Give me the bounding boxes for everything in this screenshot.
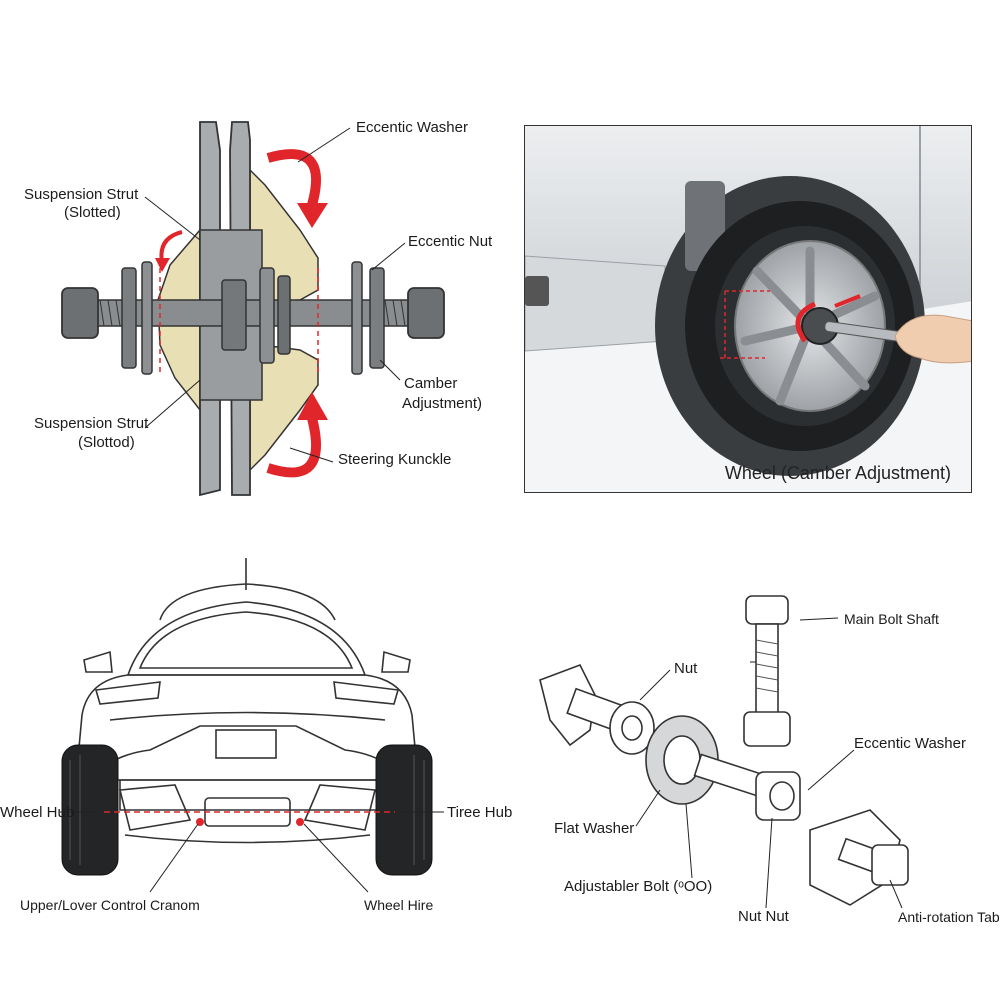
center-spacer-2 [259,267,275,364]
label-nut: Nut [674,660,698,677]
nut-left-hole [621,715,643,741]
label-adjustable-bolt: Adjustabler Bolt (ᵒOO) [564,878,713,895]
label-flat-washer: Flat Washer [554,820,635,837]
strut-cross-section-drawing [61,121,445,497]
right-tire [375,744,433,876]
car-body-outline [75,674,419,781]
label-camber-adjustment-2: Adjustment) [402,395,483,412]
red-arrow-bottom-head [297,392,328,420]
label-slotted-bottom: (Slottod) [78,434,135,451]
label-eccentric-washer: Eccentic Washer [356,119,468,136]
rear-window [126,601,367,676]
adjustable-bolt-nut-hole [769,781,795,811]
label-control-arm: Upper/Lover Control Cranom [20,897,200,913]
bolt-head-left [61,287,99,339]
panel-strut-cross-section: Eccentic Washer Suspension Strut (Slotte… [0,0,520,520]
label-eccentric-washer-d: Eccentic Washer [854,735,966,752]
camber-bolt-kit-drawing [539,595,909,909]
panel-wheel-photo: Wheel (Camber Adjustment) [524,125,972,493]
lower-link [124,834,371,844]
hand [894,314,971,364]
tail-light-left [94,681,161,705]
car-vent [525,276,549,306]
center-spacer-1 [221,279,247,351]
left-tire [61,744,119,876]
red-arrow-top [266,149,321,207]
label-wheel-hub: Wheel Hub [0,804,75,821]
red-arrow-bottom [266,416,321,478]
underbody-frame [119,779,381,811]
label-steering-knuckle: Steering Kunckle [338,451,452,468]
photo-caption: Wheel (Camber Adjustment) [724,463,951,483]
eccentric-tab-left [539,663,596,747]
label-camber-adjustment-1: Camber [404,375,458,392]
panel-camber-bolt-kit: Main Bolt Shaft Nut Eccentic Washer Flat… [520,540,1004,1004]
washer-right-1 [351,261,363,375]
car-rear-drawing [60,558,444,893]
label-wheel-hire: Wheel Hire [364,897,434,913]
panel-car-rear-view: Wheel Hub Tiree Hub Upper/Lover Control … [0,540,520,1004]
label-eccentric-nut: Eccentic Nut [408,233,493,250]
leader-lines-a [144,127,406,463]
red-arrow-top-head [297,203,328,228]
washer-right-2 [369,267,385,369]
bolt-thread-right [384,299,406,327]
license-plate [215,729,277,759]
label-anti-rotation-tab: Anti-rotation Tab [898,909,1000,925]
red-rotation-arc-2 [834,294,861,308]
red-arrow-left-head [155,258,170,272]
washer-left-1 [121,267,137,369]
control-arm-left [118,784,192,831]
leader-lines-d [635,617,903,909]
label-tire-hub: Tiree Hub [447,804,513,821]
tail-light-right [333,681,400,705]
label-nut-nut: Nut Nut [738,908,789,925]
mirror-right [381,650,411,673]
eccentric-washer-inner [663,735,701,785]
wheel-photo-drawing [525,126,971,492]
label-main-bolt-shaft: Main Bolt Shaft [844,611,939,627]
label-slotted-top: (Slotted) [64,204,121,221]
main-bolt-nut [743,711,791,747]
red-marker-right [296,818,304,826]
rear-window-inner [138,611,354,669]
washer-left-2 [141,261,153,375]
mirror-left [83,650,113,673]
rear-bumper [89,725,406,781]
control-arm-right [303,784,377,831]
bolt-threads [755,639,779,693]
car-roof [159,583,336,621]
main-bolt-shaft [755,623,779,725]
label-suspension-strut-bottom: Suspension Strut [34,415,149,432]
main-bolt-head [745,595,789,625]
leader-lines-c [60,811,444,893]
red-rotation-arc [795,301,817,343]
tab-bolt-nut [871,844,909,886]
tire-tread [69,755,425,865]
nut-right [407,287,445,339]
label-suspension-strut-top: Suspension Strut [24,186,139,203]
trunk-lid [109,711,386,721]
center-spacer-3 [277,275,291,355]
